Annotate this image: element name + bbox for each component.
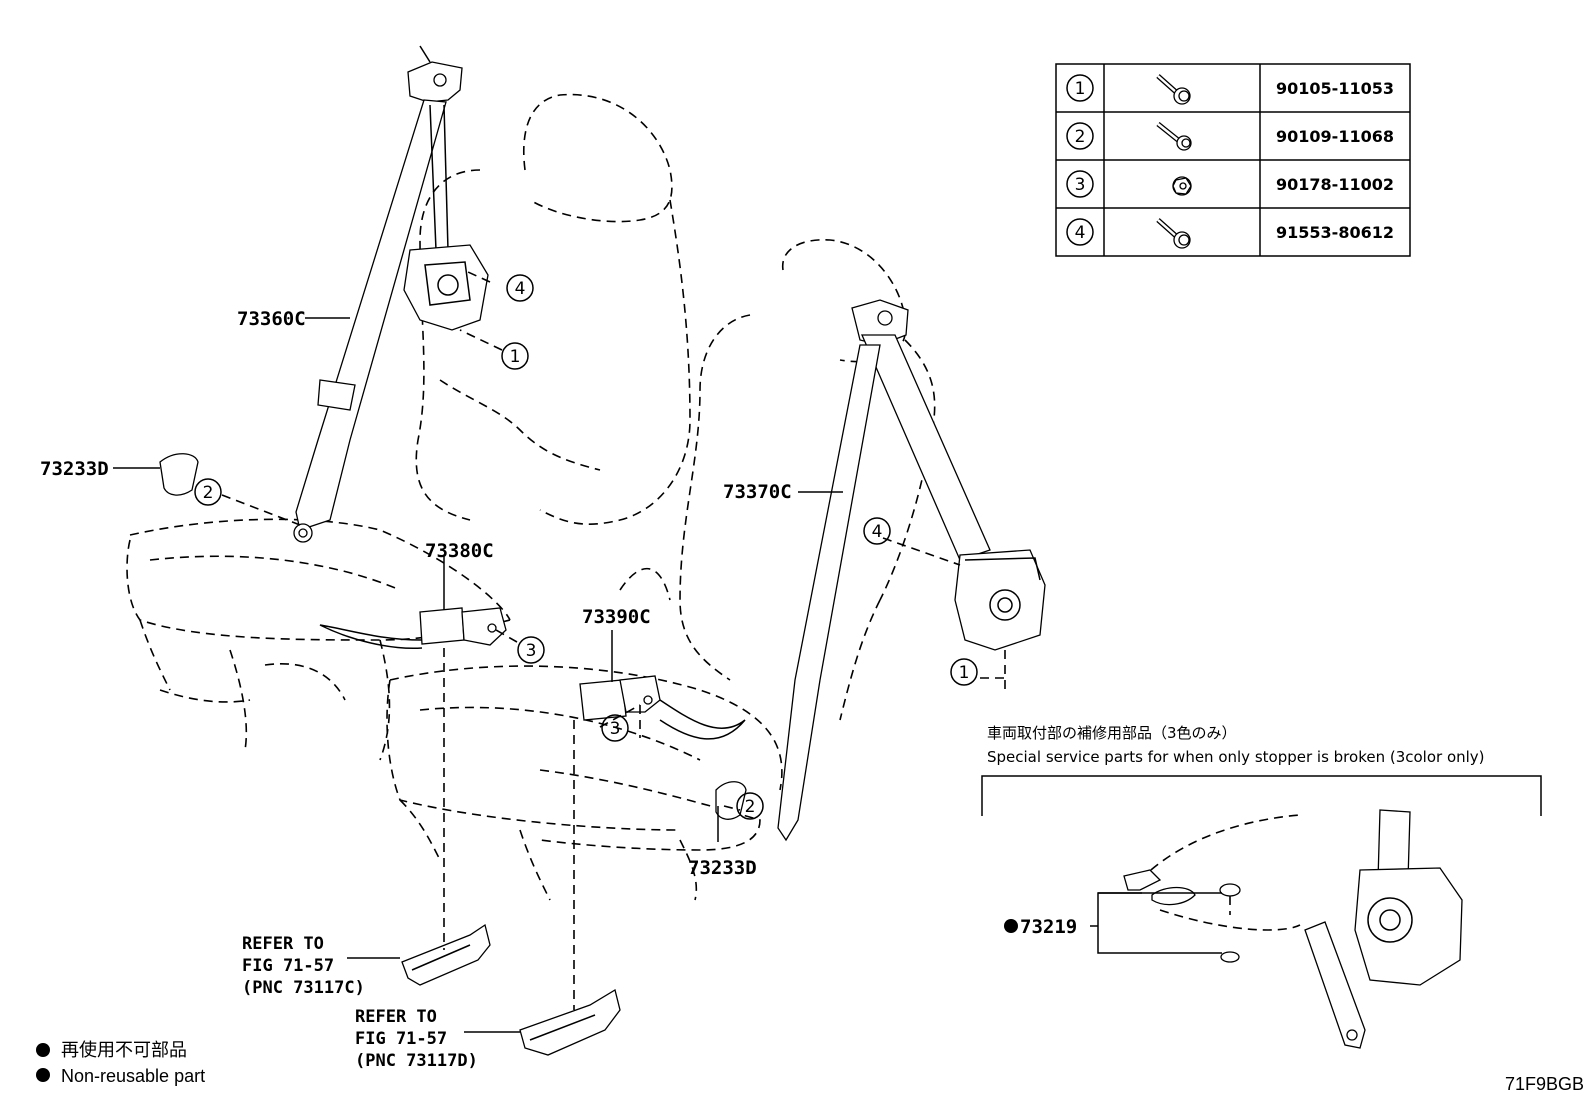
label-73219: 73219: [1020, 916, 1077, 938]
part-labels: 73360C 73233D 73380C 73390C 73370C 73233…: [40, 308, 792, 879]
cover-73233D-left: [159, 453, 199, 496]
label-73390C: 73390C: [582, 606, 651, 628]
legend: 再使用不可部品 Non-reusable part: [36, 1040, 205, 1086]
table-ref-1: 1: [1075, 79, 1086, 99]
floor-bracket-73117D: [519, 988, 621, 1056]
flange-nut-icon: [1172, 176, 1192, 196]
refer-label-73117C: REFER TO FIG 71-57 (PNC 73117C): [242, 934, 365, 998]
non-reusable-dot-icon: [36, 1068, 50, 1082]
refer1-line2: FIG 71-57: [242, 956, 334, 976]
legend-en: Non-reusable part: [61, 1066, 205, 1086]
label-73233D-left: 73233D: [40, 458, 109, 480]
buckle-73380C: [319, 607, 507, 650]
refer1-line3: (PNC 73117C): [242, 978, 365, 998]
label-73360C: 73360C: [237, 308, 306, 330]
flange-bolt-icon: [1156, 218, 1191, 249]
callout-3-left: 3: [526, 641, 537, 661]
non-reusable-dot-icon: [36, 1043, 50, 1057]
fastener-callouts: 4 1 2 3 3 2 4 1: [194, 274, 978, 820]
label-73233D-right: 73233D: [688, 857, 757, 879]
figure-code: 71F9BGB: [1505, 1074, 1584, 1094]
floor-bracket-73117C: [401, 923, 491, 986]
callout-1-right: 1: [959, 663, 970, 683]
part-number-3: 90178-11002: [1276, 175, 1394, 194]
service-parts-inset: 車両取付部の補修用部品（3色のみ） Special service parts …: [981, 724, 1542, 1049]
table-ref-3: 3: [1075, 175, 1086, 195]
left-seat-outline: [126, 93, 691, 761]
label-73370C: 73370C: [723, 481, 792, 503]
right-outer-belt-73370C: [777, 299, 1046, 842]
refer2-line3: (PNC 73117D): [355, 1051, 478, 1071]
flange-bolt-icon: [1156, 74, 1191, 105]
callout-4-right: 4: [872, 522, 883, 542]
legend-jp: 再使用不可部品: [61, 1040, 187, 1060]
left-outer-belt-73360C: [293, 45, 489, 543]
table-ref-4: 4: [1075, 223, 1086, 243]
cover-73233D-right: [715, 781, 747, 820]
service-note-jp: 車両取付部の補修用部品（3色のみ）: [987, 724, 1237, 742]
refer-label-73117D: REFER TO FIG 71-57 (PNC 73117D): [355, 1007, 478, 1071]
part-number-4: 91553-80612: [1276, 223, 1394, 242]
callout-1-left: 1: [510, 347, 521, 367]
leader-lines: [113, 271, 1006, 1033]
shoulder-bolt-icon: [1156, 122, 1192, 151]
part-number-2: 90109-11068: [1276, 127, 1394, 146]
refer1-line1: REFER TO: [242, 934, 324, 954]
right-seat-outline: [386, 239, 936, 901]
buckle-73390C: [579, 675, 746, 740]
refer2-line2: FIG 71-57: [355, 1029, 447, 1049]
non-reusable-dot-icon: [1004, 919, 1018, 933]
table-ref-2: 2: [1075, 127, 1086, 147]
callout-2-left: 2: [203, 483, 214, 503]
service-note-en: Special service parts for when only stop…: [987, 748, 1485, 766]
refer2-line1: REFER TO: [355, 1007, 437, 1027]
callout-4-left: 4: [515, 279, 526, 299]
fastener-table: 1 2 3 4 90105-11053 90109-1106: [1055, 63, 1411, 257]
part-number-1: 90105-11053: [1276, 79, 1394, 98]
label-73380C: 73380C: [425, 540, 494, 562]
callout-3-right: 3: [610, 719, 621, 739]
callout-2-right: 2: [745, 797, 756, 817]
